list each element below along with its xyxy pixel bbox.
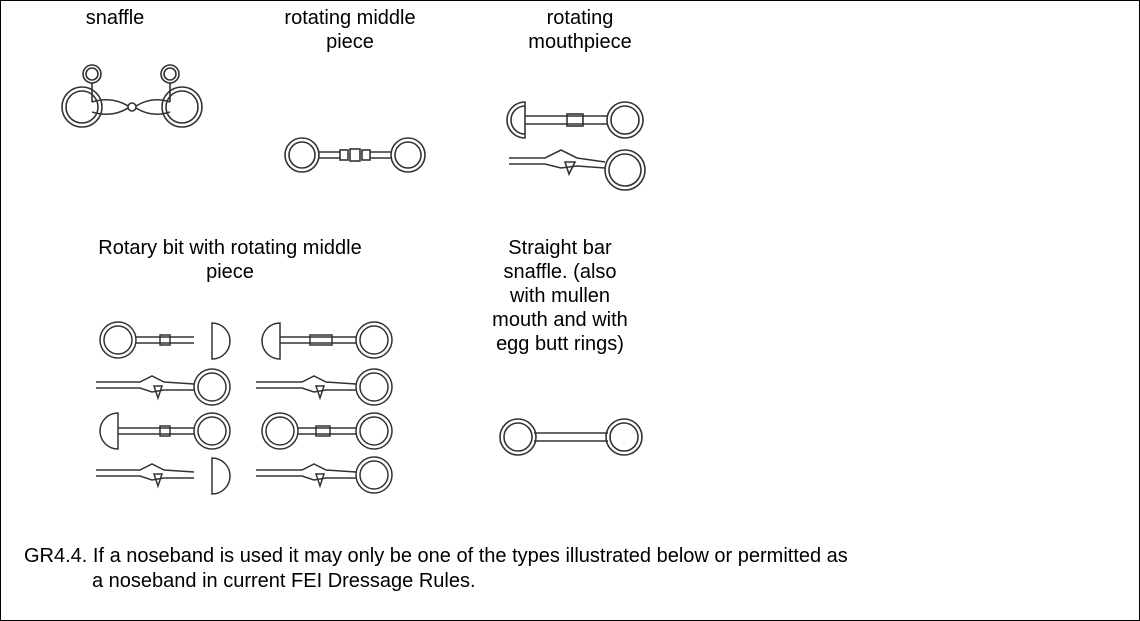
- caption-rotating-mouthpiece: rotating mouthpiece: [528, 7, 632, 53]
- rule-line-1: If a noseband is used it may only be one…: [92, 545, 848, 567]
- rotating-middle-piece-bit-icon: [280, 130, 430, 180]
- rule-gr4-4: GR4.4. If a noseband is used it may only…: [24, 544, 1124, 594]
- caption-snaffle: snaffle: [85, 7, 145, 29]
- snaffle-bit-icon: [52, 62, 212, 132]
- caption-rotary-bit: Rotary bit with rotating middle piece: [98, 237, 362, 283]
- straight-bar-snaffle-icon: [496, 412, 646, 462]
- rule-number: GR4.4.: [24, 545, 88, 567]
- rotary-bit-icon: [90, 320, 400, 495]
- caption-rotating-middle-piece: rotating middle piece: [284, 7, 416, 53]
- rotating-mouthpiece-bit-icon: [505, 96, 650, 196]
- caption-straight-bar: Straight bar snaffle. (also with mullen …: [492, 237, 628, 355]
- rule-line-2: a noseband in current FEI Dressage Rules…: [92, 570, 476, 592]
